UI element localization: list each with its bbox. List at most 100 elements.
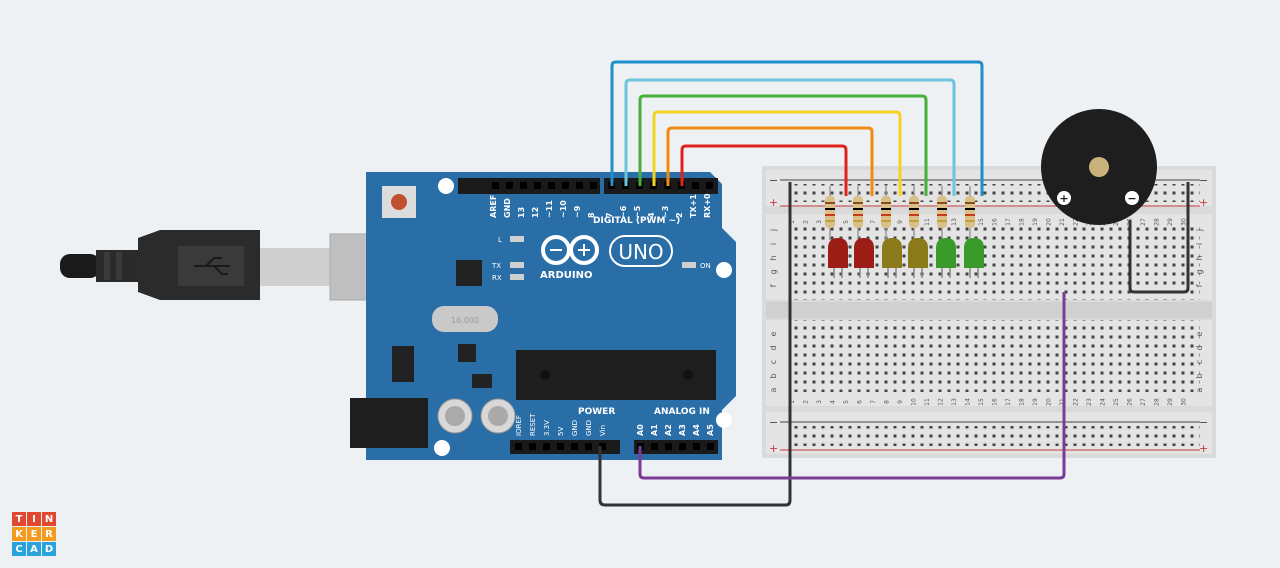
power-pin[interactable] [585,443,592,450]
power-pin-label: GND [585,420,593,436]
digital-pin[interactable] [590,182,597,189]
bb-column-number: 9 [897,220,904,224]
power-pin[interactable] [557,443,564,450]
led[interactable] [882,238,902,268]
usb-symbol-icon [194,257,230,275]
analog-pin[interactable] [679,443,686,450]
resistor[interactable] [825,196,835,228]
wire-blue [610,60,984,196]
digital-pin[interactable] [576,182,583,189]
bb-row-letter: b [769,373,778,378]
resistors[interactable] [825,186,975,240]
wire-black-buzzer [1128,182,1190,294]
led-label-l: L [498,236,502,244]
bb-column-number: 29 [1167,398,1174,406]
digital-pin-label: 7 [605,212,614,218]
digital-pin-label: ~3 [661,206,670,218]
bb-column-number: 22 [1073,218,1080,226]
digital-pin[interactable] [562,182,569,189]
resistor[interactable] [853,196,863,228]
digital-pin[interactable] [692,182,699,189]
bb-column-number: 14 [965,398,972,406]
bb-column-number: 4 [830,400,837,404]
bb-column-number: 9 [897,400,904,404]
led[interactable] [828,238,848,268]
power-pin[interactable] [571,443,578,450]
analog-pin-label: A2 [664,424,673,436]
analog-pin[interactable] [665,443,672,450]
resistor[interactable] [965,196,975,228]
bb-column-number: 11 [924,398,931,406]
signal-wires[interactable] [610,60,984,196]
led[interactable] [908,238,928,268]
digital-pin-label: ~5 [633,205,642,218]
rail-minus-bottom: − [769,416,778,429]
led[interactable] [936,238,956,268]
bb-column-number: 18 [1019,398,1026,406]
digital-pin[interactable] [520,182,527,189]
bb-column-number: 5 [843,220,850,224]
bb-row-letter: i [769,243,778,245]
power-pin[interactable] [515,443,522,450]
logo-letter: I [27,512,41,526]
resistor[interactable] [881,196,891,228]
digital-pin[interactable] [548,182,555,189]
bb-column-number: 16 [992,398,999,406]
bb-column-number: 26 [1127,398,1134,406]
power-pin[interactable] [529,443,536,450]
bb-column-number: 15 [978,398,985,406]
bb-row-letter: e [1195,331,1204,336]
bb-row-letter: d [769,345,778,350]
bb-row-letter: g [1195,269,1204,274]
bb-column-number: 27 [1140,218,1147,226]
analog-pin[interactable] [707,443,714,450]
led[interactable] [854,238,874,268]
resistor[interactable] [909,196,919,228]
bb-row-letter: h [1195,255,1204,260]
bb-row-letter: d [1195,345,1204,350]
bb-row-letter: a [1195,387,1204,392]
digital-pin[interactable] [534,182,541,189]
usb-cable[interactable] [60,230,417,301]
analog-pin[interactable] [693,443,700,450]
digital-pin-label: 12 [531,207,540,218]
digital-pin[interactable] [706,182,713,189]
bb-column-number: 7 [870,400,877,404]
rail-minus-bottom-right: − [1199,416,1208,429]
led[interactable] [964,238,984,268]
resistor[interactable] [937,196,947,228]
logo-letter: E [27,527,41,541]
bb-column-number: 1 [789,400,796,404]
logo-letter: K [12,527,26,541]
bb-row-letter: f [769,284,778,287]
logo-letter: A [27,542,41,556]
power-pin-label: Vin [599,425,607,436]
digital-pin[interactable] [492,182,499,189]
leds[interactable] [828,238,984,278]
digital-pin-label: ~11 [545,200,554,218]
piezo-buzzer[interactable]: + − [1041,109,1157,225]
digital-pin-label: RX+0 [703,193,712,218]
rail-plus-bottom-right: + [1199,442,1208,455]
ground-wires[interactable] [598,182,1190,507]
digital-pin[interactable] [506,182,513,189]
bb-column-number: 13 [951,218,958,226]
analog-pin[interactable] [651,443,658,450]
bb-column-number: 29 [1167,218,1174,226]
bb-column-number: 30 [1181,218,1188,226]
arduino-uno-board[interactable]: 16.000 UNO ARDUINO DIGITAL (PWM ~) POWER… [350,172,736,460]
digital-label: DIGITAL (PWM ~) [593,216,680,226]
power-pin[interactable] [599,443,606,450]
power-pin[interactable] [543,443,550,450]
bb-column-number: 20 [1046,398,1053,406]
bb-column-number: 5 [843,400,850,404]
logo-letter: R [42,527,56,541]
bb-row-letter: i [1195,243,1204,245]
power-jack [350,398,428,448]
bb-column-number: 20 [1046,218,1053,226]
bb-column-number: 10 [911,398,918,406]
bb-row-letter: b [1195,373,1204,378]
bb-column-number: 17 [1005,398,1012,406]
